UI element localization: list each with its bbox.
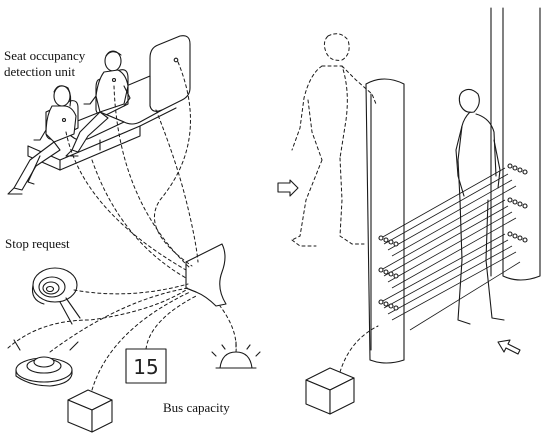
box-device — [67, 291, 191, 433]
seat-wires — [65, 61, 199, 279]
seat-occupancy-label-line2: detection unit — [4, 64, 76, 79]
capacity-value: 15 — [133, 355, 158, 379]
bus-capacity-label: Bus capacity — [163, 400, 230, 415]
sensor-emitters — [378, 163, 528, 311]
seat-occupancy-label-line1: Seat occupancy — [4, 48, 86, 63]
exit-arrow — [497, 339, 521, 355]
seated-man — [65, 50, 131, 157]
sensor-beams — [380, 167, 521, 331]
controller-unit — [185, 243, 227, 307]
seated-woman — [7, 85, 77, 195]
door-frame — [365, 7, 541, 364]
alighting-passenger — [455, 88, 505, 325]
seat-occupancy-label: Seat occupancy detection unit — [4, 48, 85, 80]
boarding-passenger — [291, 33, 377, 247]
capacity-display: 15 — [125, 295, 197, 384]
floor-stop-button — [7, 287, 189, 387]
stop-request-button — [31, 267, 189, 325]
entry-arrow — [277, 179, 299, 197]
counter-box — [305, 325, 379, 415]
dome-light — [211, 305, 261, 369]
stop-request-label: Stop request — [5, 236, 70, 251]
